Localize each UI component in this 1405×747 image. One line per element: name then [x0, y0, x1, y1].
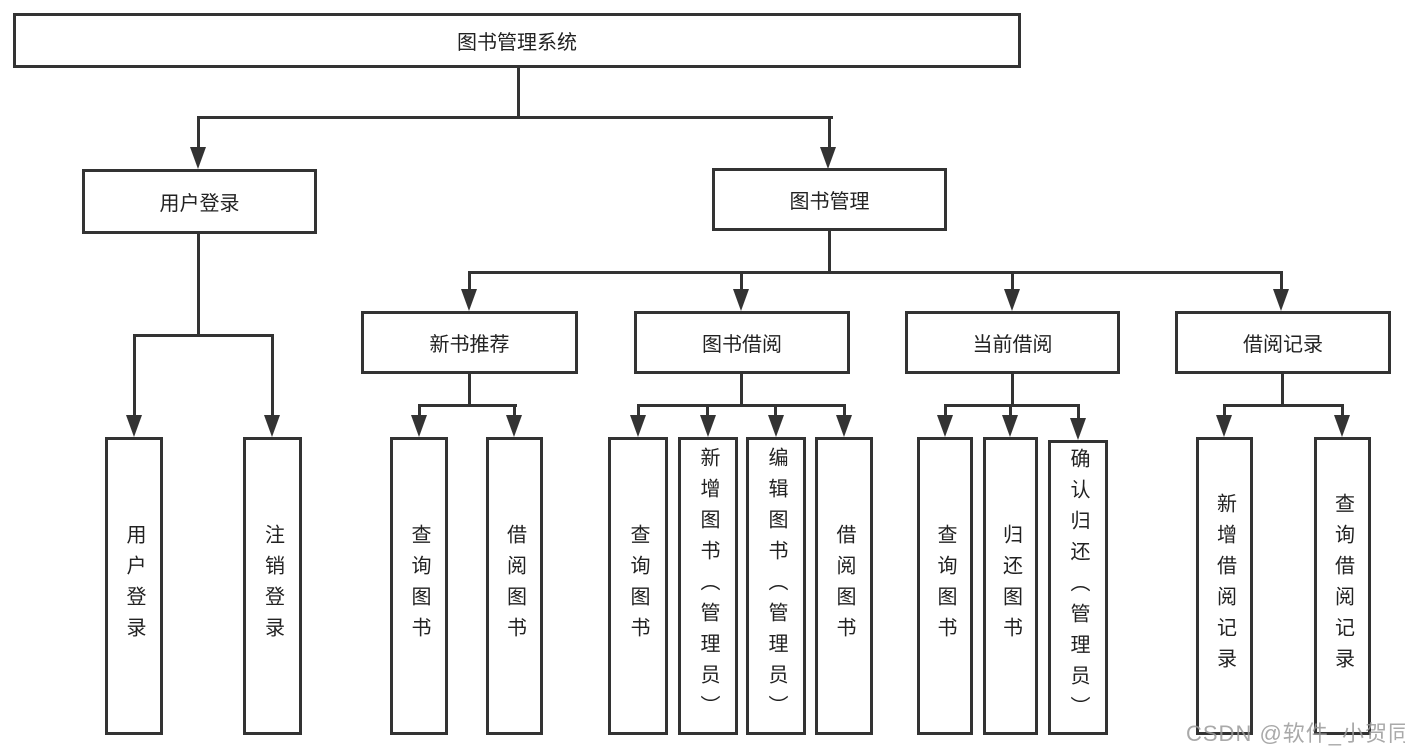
arrow-down-icon: [126, 415, 142, 437]
node-label: 用户登录: [159, 193, 240, 215]
connector-line: [271, 336, 274, 418]
arrow-down-icon: [1070, 418, 1086, 440]
node-label: 归还图书: [999, 524, 1022, 648]
connector-line: [1011, 374, 1014, 407]
arrow-down-icon: [768, 415, 784, 437]
connector-line: [774, 406, 777, 418]
connector-line: [1280, 273, 1283, 291]
leaf-query-books: 查询图书: [608, 437, 668, 735]
node-label: 借阅图书: [833, 524, 855, 648]
leaf-borrow-books: 借阅图书: [815, 437, 873, 735]
arrow-down-icon: [1216, 415, 1232, 437]
connector-line: [944, 404, 1080, 407]
arrow-down-icon: [1004, 289, 1020, 311]
arrow-down-icon: [264, 415, 280, 437]
connector-line: [418, 406, 421, 418]
arrow-down-icon: [411, 415, 427, 437]
node-label: 当前借阅: [972, 334, 1053, 356]
node-book-management: 图书管理: [712, 168, 947, 231]
connector-line: [637, 406, 640, 418]
arrow-down-icon: [820, 147, 836, 169]
node-label: 新增借阅记录: [1213, 493, 1236, 679]
node-borrow-records: 借阅记录: [1175, 311, 1391, 374]
connector-line: [1009, 406, 1012, 418]
connector-line: [418, 404, 517, 407]
leaf-query-borrow-record: 查询借阅记录: [1314, 437, 1371, 735]
node-label: 查询图书: [627, 524, 649, 648]
node-label: 借阅记录: [1243, 334, 1323, 356]
node-label: 查询借阅记录: [1331, 493, 1354, 679]
arrow-down-icon: [937, 415, 953, 437]
leaf-user-login: 用户登录: [105, 437, 163, 735]
arrow-down-icon: [506, 415, 522, 437]
arrow-down-icon: [1002, 415, 1018, 437]
connector-line: [1223, 404, 1344, 407]
node-label: 用户登录: [123, 524, 145, 648]
node-user-login: 用户登录: [82, 169, 317, 234]
connector-line: [706, 406, 709, 418]
connector-line: [1011, 273, 1014, 291]
arrow-down-icon: [700, 415, 716, 437]
leaf-logout: 注销登录: [243, 437, 302, 735]
connector-line: [1341, 406, 1344, 418]
node-label: 查询图书: [408, 524, 430, 648]
node-label: 图书借阅: [702, 334, 782, 356]
arrow-down-icon: [630, 415, 646, 437]
leaf-edit-book-admin: 编辑图书（管理员）: [746, 437, 806, 735]
arrow-down-icon: [733, 289, 749, 311]
connector-line: [133, 336, 136, 418]
node-label: 新增图书（管理员）: [697, 446, 719, 726]
node-label: 编辑图书（管理员）: [765, 446, 787, 726]
node-library-system: 图书管理系统: [13, 13, 1021, 68]
connector-line: [468, 271, 1283, 274]
leaf-confirm-return-admin: 确认归还（管理员）: [1048, 440, 1108, 735]
arrow-down-icon: [1273, 289, 1289, 311]
connector-line: [740, 273, 743, 291]
leaf-return-books: 归还图书: [983, 437, 1038, 735]
connector-line: [513, 406, 516, 418]
connector-line: [468, 374, 471, 407]
node-current-borrow: 当前借阅: [905, 311, 1120, 374]
connector-line: [740, 374, 743, 407]
connector-line: [197, 116, 833, 119]
connector-line: [197, 234, 200, 336]
connector-line: [637, 404, 846, 407]
leaf-query-books: 查询图书: [390, 437, 448, 735]
leaf-borrow-books: 借阅图书: [486, 437, 543, 735]
arrow-down-icon: [461, 289, 477, 311]
arrow-down-icon: [836, 415, 852, 437]
connector-line: [1281, 374, 1284, 407]
leaf-query-books: 查询图书: [917, 437, 973, 735]
arrow-down-icon: [1334, 415, 1350, 437]
node-label: 图书管理系统: [457, 32, 577, 54]
connector-line: [828, 118, 831, 150]
connector-line: [517, 68, 520, 118]
node-label: 新书推荐: [429, 334, 510, 356]
leaf-add-borrow-record: 新增借阅记录: [1196, 437, 1253, 735]
connector-line: [1077, 406, 1080, 418]
node-label: 注销登录: [261, 524, 284, 648]
connector-line: [1223, 406, 1226, 418]
connector-line: [843, 406, 846, 418]
node-book-borrow: 图书借阅: [634, 311, 850, 374]
connector-line: [133, 334, 274, 337]
arrow-down-icon: [190, 147, 206, 169]
node-label: 图书管理: [789, 191, 870, 213]
node-label: 查询图书: [934, 524, 956, 648]
node-label: 确认归还（管理员）: [1067, 448, 1089, 727]
leaf-add-book-admin: 新增图书（管理员）: [678, 437, 738, 735]
connector-line: [944, 406, 947, 418]
watermark-text: CSDN @软件_小贺同学: [1186, 721, 1405, 746]
node-new-book-recommend: 新书推荐: [361, 311, 578, 374]
connector-line: [828, 231, 831, 273]
connector-line: [197, 118, 200, 150]
node-label: 借阅图书: [503, 524, 526, 648]
connector-line: [468, 273, 471, 291]
